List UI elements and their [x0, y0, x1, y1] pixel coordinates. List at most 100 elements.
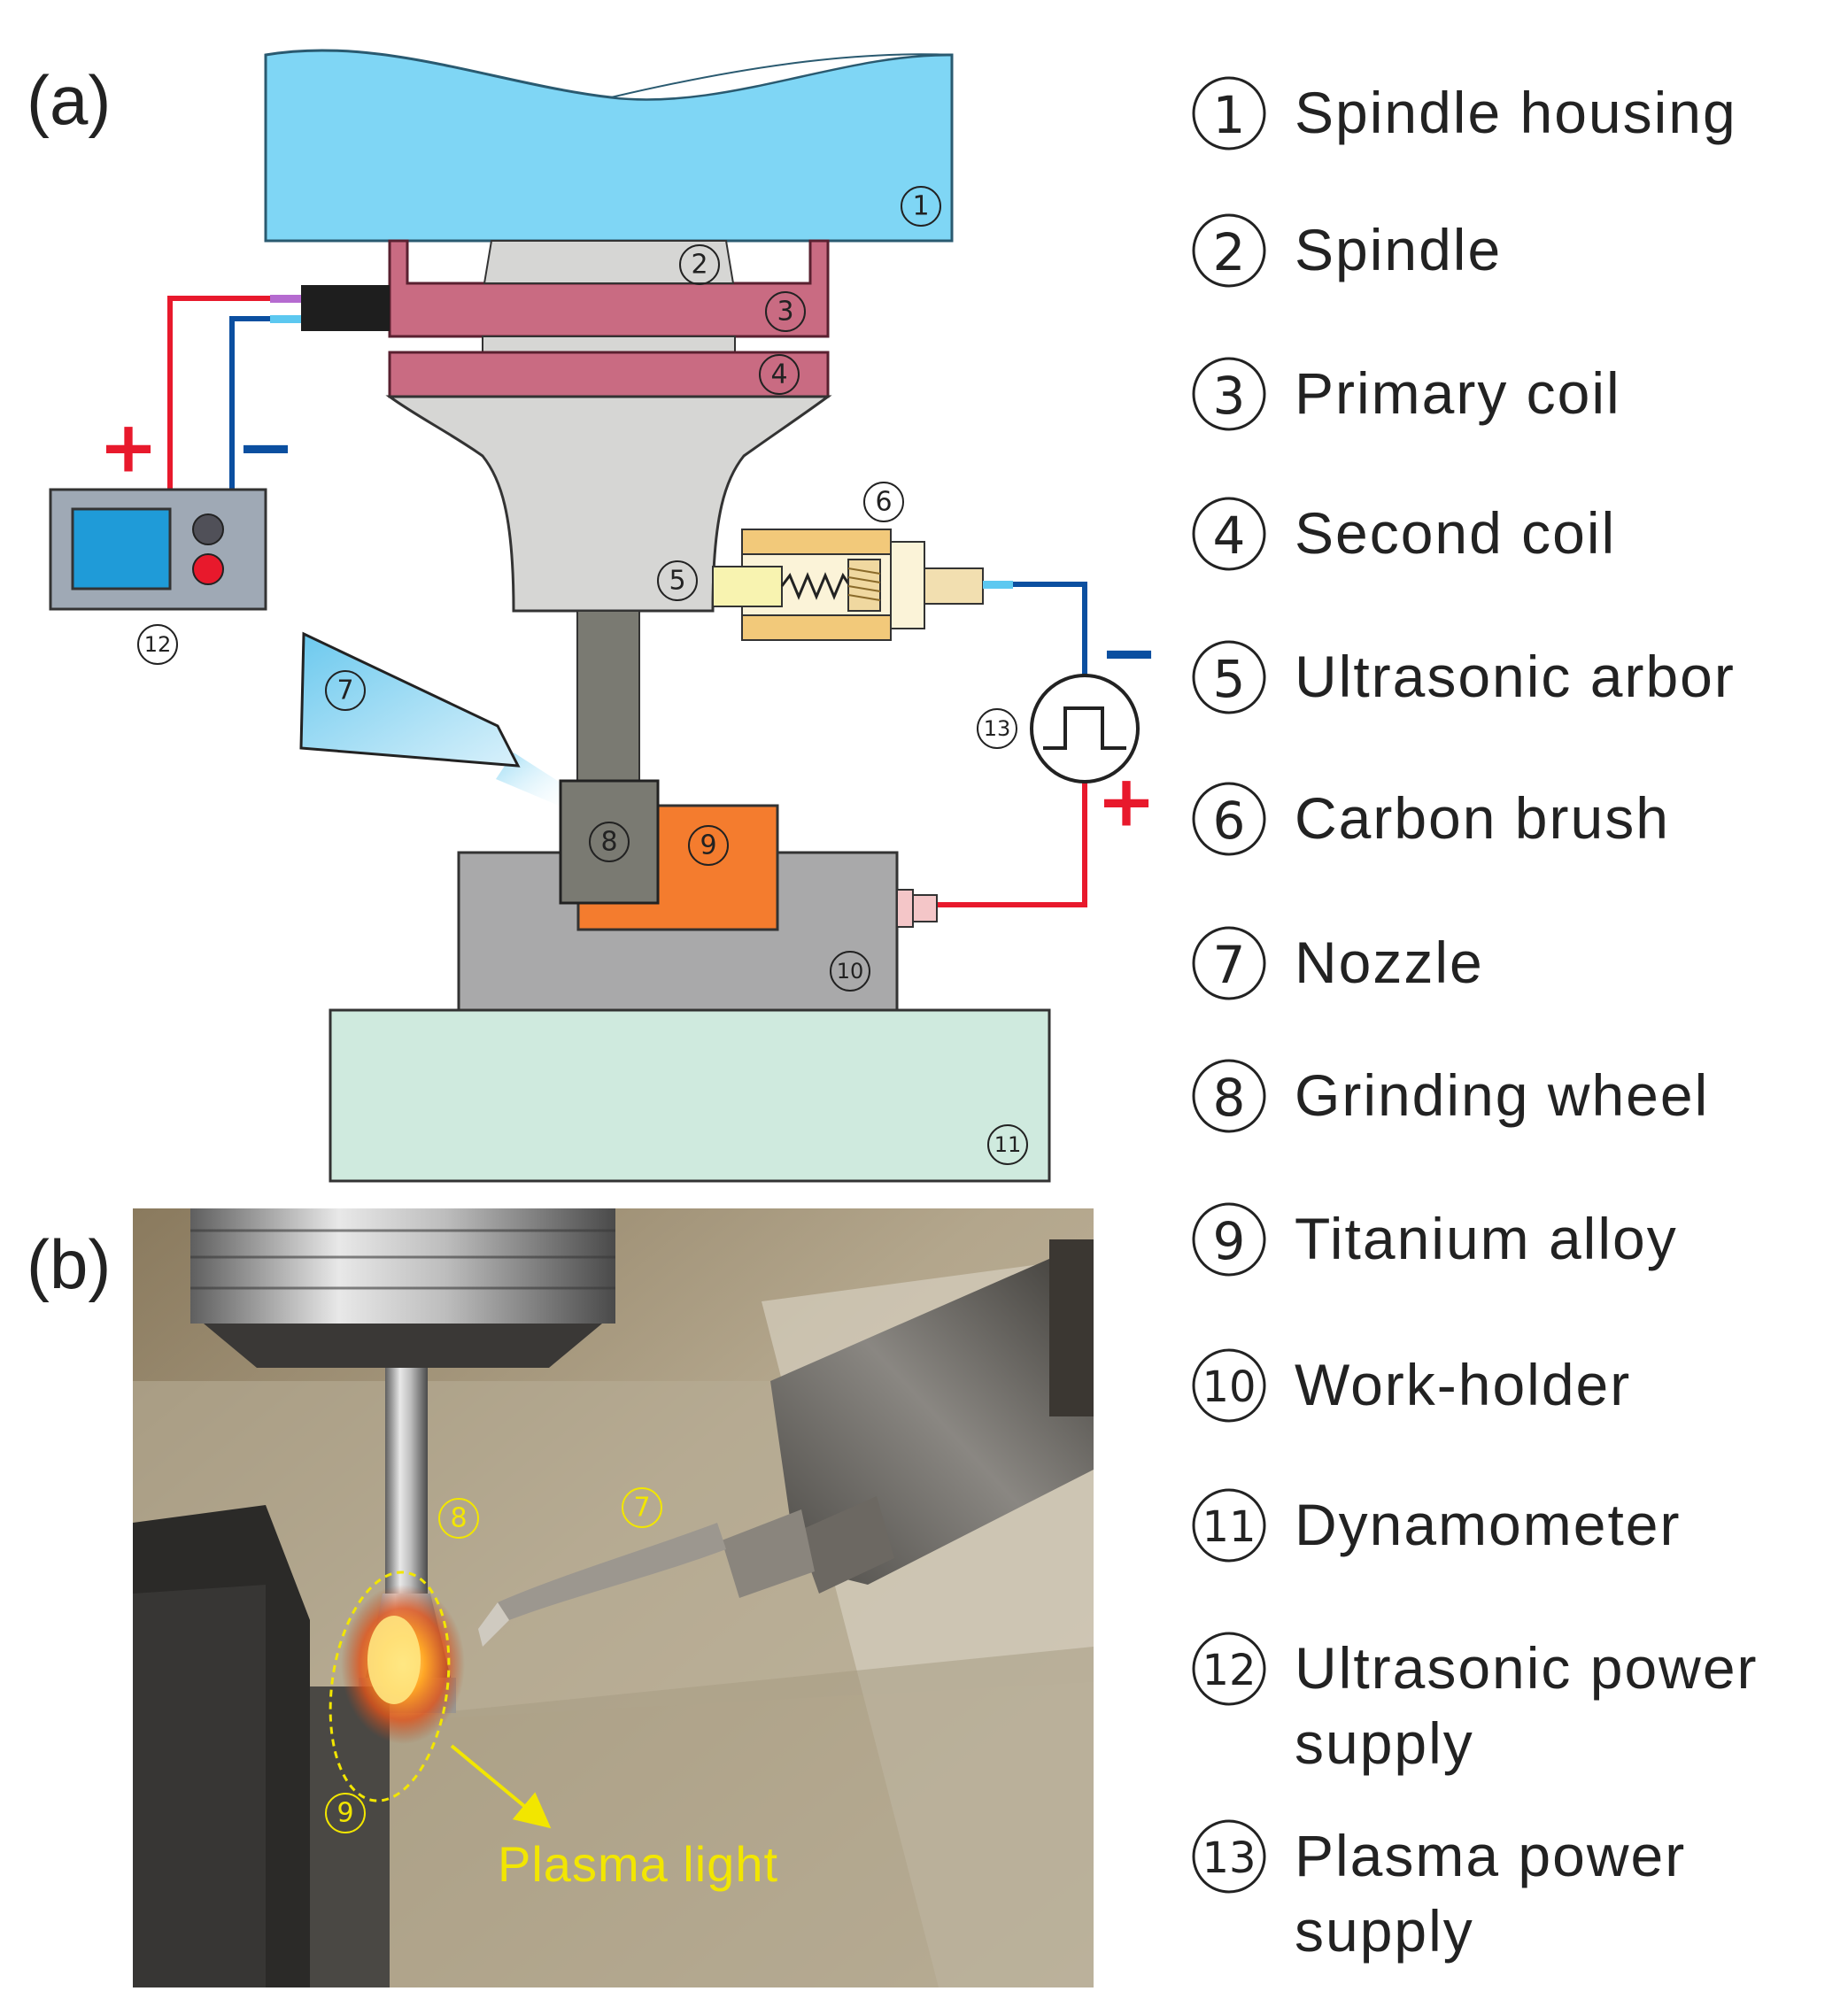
- marker-6: 6: [863, 482, 904, 522]
- svg-text:11: 11: [994, 1132, 1022, 1157]
- svg-text:2: 2: [691, 250, 707, 281]
- plasma-minus-sign: −: [1099, 612, 1158, 694]
- legend-number: 10: [1202, 1362, 1256, 1412]
- marker-2: 2: [679, 244, 720, 285]
- plasma-power-supply: [1030, 674, 1140, 783]
- photo-marker-8: 8: [438, 1498, 479, 1539]
- photo-marker-7: 7: [622, 1487, 662, 1528]
- legend-label: Nozzle: [1295, 930, 1484, 995]
- coil-connector: [301, 285, 390, 331]
- svg-text:8: 8: [450, 1503, 467, 1534]
- dynamometer: [329, 1008, 1051, 1183]
- legend-number-circle: [1192, 926, 1266, 1000]
- plasma-arrow: [450, 1744, 552, 1829]
- panel-label-a: (a): [27, 61, 111, 139]
- legend-label: Ultrasonic arbor: [1295, 644, 1736, 709]
- wire-stub-negative: [270, 315, 301, 323]
- carbon-brush-coil-lines: [847, 567, 881, 601]
- carbon-brush-spring: [780, 572, 852, 600]
- legend-number: 8: [1213, 1068, 1246, 1128]
- carbon-brush-holder-top: [741, 529, 892, 555]
- marker-13: 13: [977, 708, 1017, 749]
- power-supply-knob: [192, 513, 224, 545]
- marker-4: 4: [759, 354, 800, 395]
- svg-text:12: 12: [144, 632, 172, 657]
- legend-label: Primary coil: [1295, 360, 1621, 426]
- panel-label-b: (b): [27, 1225, 111, 1303]
- legend-number-circle: [1192, 782, 1266, 856]
- nozzle: [299, 631, 521, 768]
- svg-text:9: 9: [700, 830, 716, 861]
- marker-10: 10: [830, 951, 870, 992]
- marker-3: 3: [765, 291, 806, 332]
- svg-text:4: 4: [770, 359, 787, 390]
- svg-text:9: 9: [336, 1798, 353, 1829]
- legend-number: 1: [1213, 85, 1246, 145]
- legend-number-circle: [1192, 213, 1266, 288]
- legend-item-3: 3 Primary coil: [1192, 357, 1621, 431]
- legend-number-circle: [1192, 1348, 1266, 1423]
- legend-item-12: 12 Ultrasonic power supply: [1192, 1632, 1759, 1776]
- ultrasonic-plus-sign: +: [98, 406, 158, 489]
- power-supply-button: [192, 553, 224, 585]
- legend-number: 3: [1213, 366, 1246, 426]
- marker-11: 11: [987, 1124, 1028, 1165]
- spindle-housing: [264, 49, 954, 243]
- legend-number-circle: [1192, 1488, 1266, 1563]
- marker-12: 12: [137, 624, 178, 665]
- ultrasonic-minus-sign: −: [236, 406, 295, 489]
- spindle: [483, 240, 735, 284]
- plasma-plus-sign: +: [1096, 760, 1156, 843]
- marker-7: 7: [325, 670, 366, 711]
- legend-label: Work-holder: [1295, 1352, 1631, 1417]
- legend-label: Second coil: [1295, 500, 1616, 566]
- legend-number: 12: [1202, 1646, 1256, 1695]
- legend-number: 7: [1213, 935, 1246, 995]
- svg-text:6: 6: [875, 487, 892, 518]
- legend-number-circle: [1192, 357, 1266, 431]
- spindle-neck: [482, 336, 736, 353]
- legend-item-10: 10 Work-holder: [1192, 1348, 1631, 1423]
- marker-5: 5: [657, 560, 698, 601]
- legend-number-circle: [1192, 1632, 1266, 1706]
- wire-positive-plasma: [937, 782, 1087, 907]
- carbon-brush-holder-bottom: [741, 614, 892, 641]
- carbon-brush-cap: [890, 541, 925, 629]
- plasma-light-label: Plasma light: [498, 1836, 778, 1892]
- power-supply-screen: [71, 507, 172, 590]
- wire-positive-ultrasonic: [167, 296, 301, 491]
- marker-8: 8: [589, 822, 630, 862]
- wire-stub-negative-plasma: [983, 581, 1013, 589]
- legend-item-5: 5 Ultrasonic arbor: [1192, 640, 1736, 714]
- work-holder-terminal-tip: [912, 894, 938, 922]
- svg-text:5: 5: [669, 566, 685, 597]
- legend-item-7: 7 Nozzle: [1192, 926, 1484, 1000]
- legend-label: supply: [1295, 1710, 1474, 1776]
- marker-1: 1: [901, 186, 941, 227]
- legend-number: 9: [1213, 1211, 1246, 1271]
- legend-label: Plasma power: [1295, 1823, 1686, 1888]
- svg-text:8: 8: [600, 827, 617, 858]
- plasma-highlight-ellipse: [329, 1571, 451, 1802]
- legend-number: 5: [1213, 649, 1246, 709]
- carbon-brush-terminal: [924, 567, 984, 605]
- svg-text:13: 13: [984, 716, 1011, 741]
- legend-label: Spindle: [1295, 217, 1502, 282]
- pulse-symbol: [1043, 706, 1126, 750]
- legend-label: Dynamometer: [1295, 1492, 1681, 1557]
- legend-number-circle: [1192, 497, 1266, 571]
- legend-label: Ultrasonic power: [1295, 1635, 1759, 1701]
- legend-number: 6: [1213, 791, 1246, 851]
- coolant-spray: [496, 753, 576, 813]
- carbon-brush-block: [712, 566, 783, 607]
- grinding-wheel: [559, 779, 660, 905]
- housing-cutaway: [610, 53, 953, 101]
- second-coil: [388, 351, 830, 398]
